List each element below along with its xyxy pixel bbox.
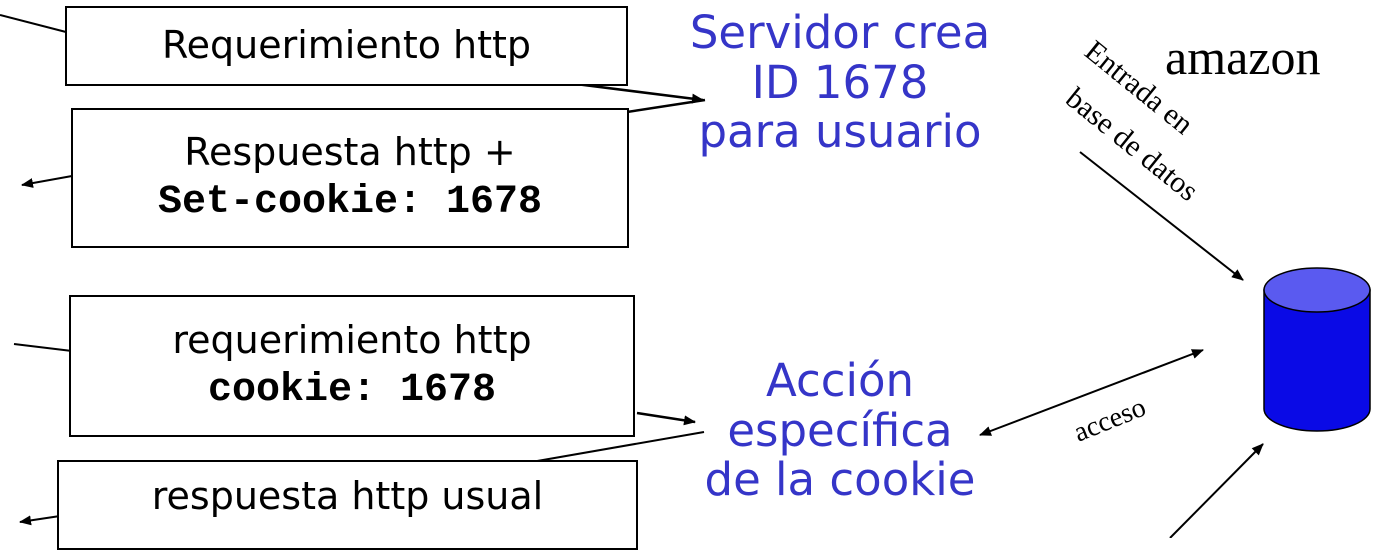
db-entry-arrow [1079,151,1244,281]
request2-line [13,343,73,352]
response1-line [613,98,706,116]
response2-label: respuesta http usual [151,474,544,518]
response1-label: Respuesta http + [184,129,516,174]
set-cookie-header: Set-cookie: 1678 [157,179,543,225]
db-bottom-arrow [1169,443,1264,538]
access-arrow [979,349,1204,436]
server-creates-id-line1: Servidor crea [689,6,991,59]
cookie-action-line1: Acción [765,354,915,407]
request2-arrow [636,411,696,426]
request1-box: Requerimiento http [65,6,628,86]
request2-label: requerimiento http [172,317,532,362]
amazon-label: amazon [1165,29,1321,85]
response2-arrow [19,515,61,526]
cookie-action-line2: específica [727,403,953,457]
cookie-specific-action: Acción específica de la cookie [640,356,1040,505]
cookie-header: cookie: 1678 [207,367,497,413]
server-creates-id: Servidor crea ID 1678 para usuario [640,8,1040,157]
request2-box: requerimiento http cookie: 1678 [69,295,635,437]
database-cylinder-icon [1263,267,1371,432]
response1-arrow [21,175,73,188]
request1-label: Requerimiento http [161,23,532,68]
response1-box: Respuesta http + Set-cookie: 1678 [71,108,629,248]
response2-line [519,431,705,465]
cookie-action-line3: de la cookie [704,453,976,506]
server-creates-id-line2: ID 1678 [751,55,929,109]
response2-box: respuesta http usual [57,460,638,550]
server-creates-id-line3: para usuario [698,105,982,158]
request1-line [0,14,67,33]
diagram-canvas: Entrada en base de datos acceso [0,14,1371,538]
access-label: acceso [1069,392,1150,449]
